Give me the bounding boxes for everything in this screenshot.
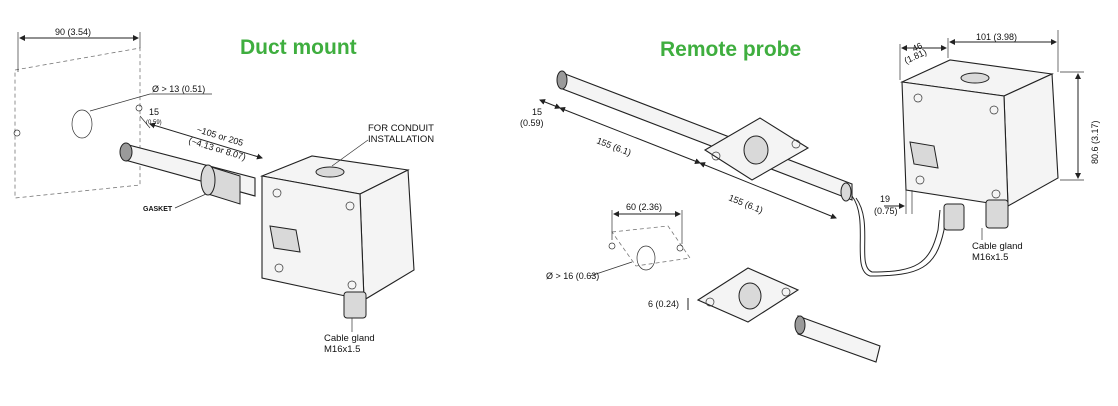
remote-dim-101: 101 (3.98): [976, 32, 1017, 42]
dim-line-length: [149, 122, 263, 160]
duct-wall-outline: [14, 47, 141, 199]
duct-gland-label-2: M16x1.5: [324, 344, 360, 355]
duct-housing-side: [359, 169, 415, 301]
duct-dim-15b: (0.59): [146, 120, 162, 126]
duct-gasket: [200, 164, 216, 196]
remote-dim-15a: 15: [532, 107, 542, 117]
remote-dim-155b: 155 (6.1): [727, 193, 764, 216]
duct-probe-tip: [119, 142, 133, 162]
remote-dim-15b: (0.59): [520, 118, 544, 128]
remote-gland-label-1: Cable gland: [972, 241, 1023, 252]
remote-dim-806: 80.6 (3.17): [1090, 120, 1100, 164]
remote-gland-2: [985, 199, 1009, 229]
duct-gland-label-1: Cable gland: [324, 333, 375, 344]
remote-probe-tube: [559, 71, 853, 201]
remote-probe-tip: [556, 70, 568, 90]
mount-hole-right: [135, 104, 143, 112]
remote-dim-6: 6 (0.24): [648, 299, 679, 309]
remote-dim-19b: (0.75): [874, 206, 898, 216]
gasket-label: GASKET: [143, 206, 173, 213]
remote-gland-1: [943, 203, 965, 231]
duct-cable-gland: [343, 291, 367, 319]
remote-probe-title: Remote probe: [660, 38, 802, 61]
remote-dim-19a: 19: [880, 194, 890, 204]
conduit-label-2: INSTALLATION: [368, 134, 434, 145]
lower-probe-stub: [797, 315, 881, 363]
dim-line-155b: [699, 162, 837, 219]
remote-dim-60: 60 (2.36): [626, 202, 662, 212]
dim-line-155a: [559, 107, 701, 164]
conduit-opening: [315, 166, 345, 178]
duct-mount-title: Duct mount: [240, 36, 357, 59]
duct-hole: [71, 109, 93, 139]
duct-housing-notch: [269, 225, 301, 253]
remote-housing-side: [1003, 73, 1059, 207]
mount-hole-left: [13, 129, 21, 137]
remote-dim-hole: Ø > 16 (0.63): [546, 271, 599, 281]
duct-mount-drawing: [13, 32, 415, 332]
duct-dim-hole: Ø > 13 (0.51): [152, 84, 205, 94]
remote-probe-drawing: [539, 30, 1084, 363]
remote-dim-155a: 155 (6.1): [595, 136, 632, 158]
duct-dim-depth: 90 (3.54): [55, 27, 91, 37]
conduit-label-1: FOR CONDUIT: [368, 123, 434, 134]
duct-dim-15a: 15: [149, 107, 159, 117]
remote-dim-46a: 46: [911, 41, 924, 54]
remote-cable: [851, 195, 947, 277]
remote-mount-outline: [611, 225, 691, 267]
remote-gland-label-2: M16x1.5: [972, 252, 1008, 263]
